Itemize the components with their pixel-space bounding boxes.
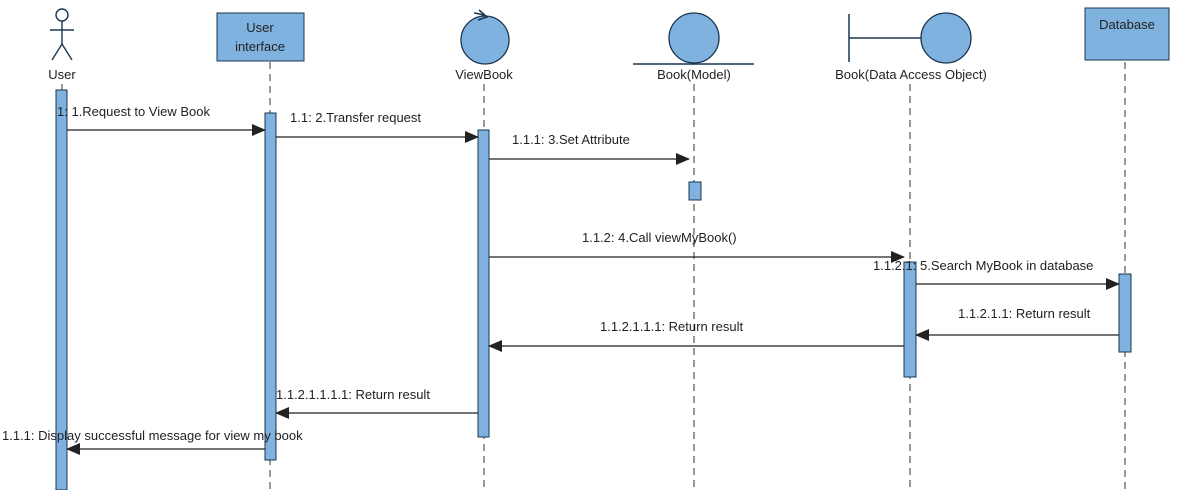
message-label: 1.1: 2.Transfer request <box>290 110 421 125</box>
participant-label-user-interface-line1: User <box>246 20 274 35</box>
message-9: 1.1.1: Display successful message for vi… <box>2 428 303 455</box>
message-label: 1: 1.Request to View Book <box>57 104 210 119</box>
message-label: 1.1.1: Display successful message for vi… <box>2 428 303 443</box>
message-label: 1.1.2.1.1: Return result <box>958 306 1091 321</box>
messages: 1: 1.Request to View Book 1.1: 2.Transfe… <box>2 104 1120 455</box>
actor-icon <box>50 8 74 61</box>
message-label: 1.1.2.1: 5.Search MyBook in database <box>873 258 1093 273</box>
message-4: 1.1.2: 4.Call viewMyBook() <box>489 230 905 263</box>
message-6: 1.1.2.1.1: Return result <box>915 306 1119 341</box>
activation-bar-user-interface <box>264 112 277 461</box>
message-3: 1.1.1: 3.Set Attribute <box>489 132 690 165</box>
participant-label-viewbook: ViewBook <box>455 67 513 82</box>
message-7: 1.1.2.1.1.1: Return result <box>488 319 904 352</box>
participant-label-database: Database <box>1099 17 1155 32</box>
participant-book-model: Book(Model) <box>633 12 754 82</box>
participant-label-user-interface-line2: interface <box>235 39 285 54</box>
participant-label-book-model: Book(Model) <box>657 67 731 82</box>
boundary-icon <box>848 12 972 64</box>
participant-label-book-dao: Book(Data Access Object) <box>835 67 987 82</box>
message-1: 1: 1.Request to View Book <box>57 104 266 136</box>
participant-user: User <box>48 8 76 82</box>
participant-label-user: User <box>48 67 76 82</box>
participant-database: Database <box>1084 7 1170 61</box>
participant-viewbook: ViewBook <box>455 9 513 82</box>
message-label: 1.1.2.1.1.1.1: Return result <box>276 387 430 402</box>
entity-icon <box>633 12 754 65</box>
lifelines <box>61 62 1126 490</box>
activation-bar-viewbook <box>477 129 490 438</box>
message-5: 1.1.2.1: 5.Search MyBook in database <box>873 258 1120 290</box>
message-label: 1.1.2.1.1.1: Return result <box>600 319 743 334</box>
activation-bar-book-model <box>688 181 702 201</box>
participant-book-dao: Book(Data Access Object) <box>835 12 987 82</box>
message-2: 1.1: 2.Transfer request <box>276 110 479 143</box>
activation-bars <box>55 89 1132 491</box>
message-label: 1.1.2: 4.Call viewMyBook() <box>582 230 737 245</box>
activation-bar-database <box>1118 273 1132 353</box>
message-8: 1.1.2.1.1.1.1: Return result <box>275 387 478 419</box>
activation-bar-book-dao <box>903 261 917 378</box>
participant-box <box>216 12 305 62</box>
message-label: 1.1.1: 3.Set Attribute <box>512 132 630 147</box>
control-icon <box>460 9 510 65</box>
participant-box <box>1084 7 1170 61</box>
participant-user-interface: User interface <box>216 12 305 62</box>
